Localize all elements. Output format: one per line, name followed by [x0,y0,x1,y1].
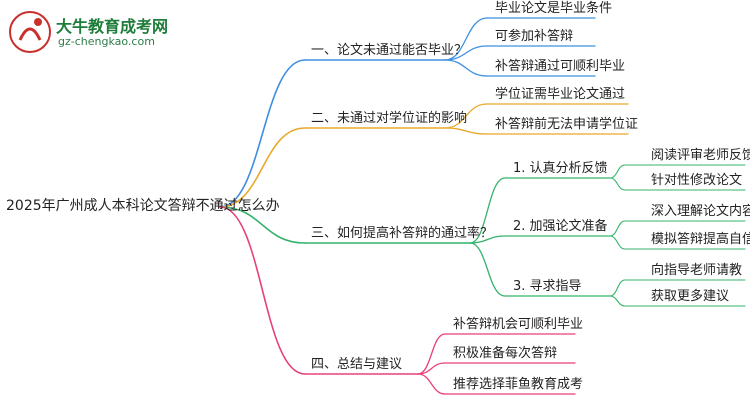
child-label: 补答辩通过可顺利毕业 [495,59,626,74]
logo-title: 大牛教育成考网 [56,17,169,36]
branch-connector [219,59,306,208]
logo-url: gz-chengkao.com [58,35,155,48]
child-connector [444,59,488,77]
branch-label: 四、总结与建议 [311,357,403,372]
child-label: 学位证需毕业论文通过 [495,87,626,102]
root-topic: 2025年广州成人本科论文答辩不通过怎么办 [6,198,280,214]
leaf-label: 向指导老师请教 [651,263,743,278]
child-connector [417,373,446,395]
leaf-connector [609,279,626,297]
child-label: 2. 加强论文准备 [513,219,608,234]
child-label: 积极准备每次答辩 [453,346,558,361]
child-label: 补答辩机会可顺利毕业 [453,317,584,332]
leaf-label: 深入理解论文内容 [651,204,750,219]
child-connector [469,177,506,244]
child-label: 1. 认真分析反馈 [513,161,608,176]
leaf-label: 针对性修改论文 [651,173,743,188]
child-connector [444,17,488,61]
child-label: 毕业论文是毕业条件 [495,1,613,16]
branch-connector [219,206,306,244]
branch-connector [219,206,306,375]
child-connector [417,333,446,375]
leaf-connector [609,235,626,250]
child-label: 可参加补答辩 [495,29,574,44]
leaf-label: 阅读评审老师反馈 [651,148,750,163]
branch-label: 三、如何提高补答辩的通过率？ [311,226,494,241]
leaf-connector [609,220,626,237]
leaf-connector [609,164,626,179]
leaf-connector [609,295,626,307]
child-connector [444,103,488,129]
child-connector [469,242,506,297]
child-label: 补答辩前无法申请学位证 [495,117,639,132]
leaf-connector [609,177,626,191]
branch-connector [219,127,306,208]
child-connector [444,127,488,135]
leaf-label: 模拟答辩提高自信 [651,232,750,247]
child-label: 3. 寻求指导 [513,279,582,294]
leaf-label: 获取更多建议 [651,289,730,304]
child-connector [444,45,488,61]
branch-label: 二、未通过对学位证的影响 [311,111,468,126]
child-label: 推荐选择菲鱼教育成考 [453,377,584,392]
logo-mark-icon [9,11,51,53]
child-connector [469,235,506,244]
site-logo[interactable]: 大牛教育成考网 gz-chengkao.com [8,10,178,54]
branch-label: 一、论文未通过能否毕业？ [311,43,468,58]
child-connector [417,362,446,375]
